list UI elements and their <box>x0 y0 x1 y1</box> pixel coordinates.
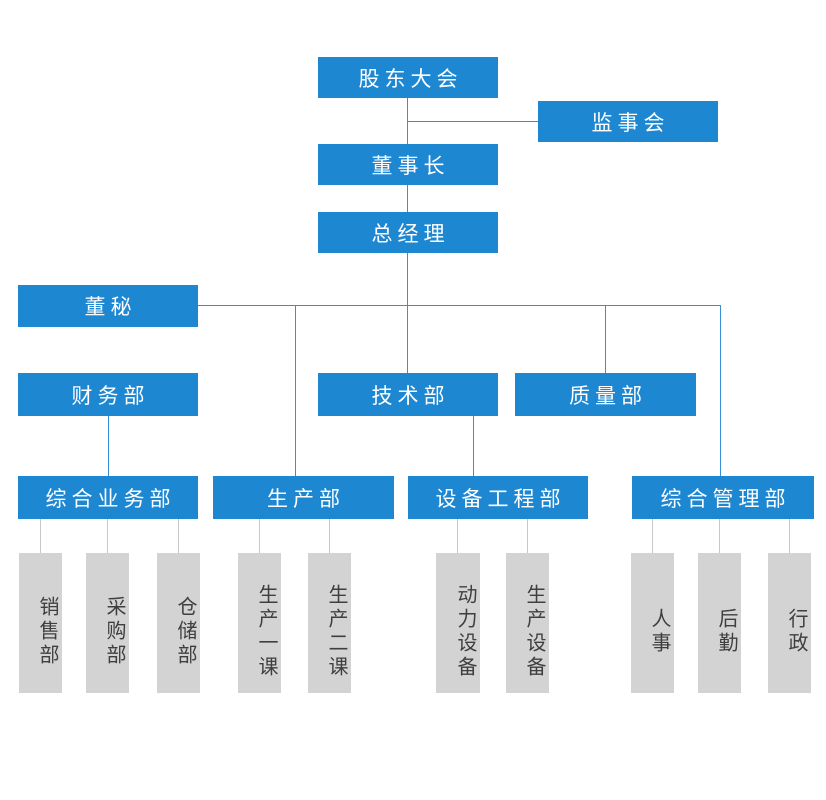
connector-logistics <box>719 519 720 553</box>
connector-purchasing <box>107 519 108 553</box>
org-subnode-purchasing-dept: 采购部 <box>86 553 129 693</box>
org-node-equipment-engineering-dept: 设备工程部 <box>408 476 588 519</box>
org-node-shareholders-meeting: 股东大会 <box>318 57 498 98</box>
org-node-general-manager: 总经理 <box>318 212 498 253</box>
org-subnode-warehouse-dept: 仓储部 <box>157 553 200 693</box>
org-subnode-administration: 行政 <box>768 553 811 693</box>
org-subnode-sales-dept: 销售部 <box>19 553 62 693</box>
connector-administration <box>789 519 790 553</box>
connector-production-equipment <box>527 519 528 553</box>
connector-bus-production <box>295 305 296 476</box>
connector-bus-general-management <box>720 305 721 476</box>
org-node-supervisory-board: 监事会 <box>538 101 718 142</box>
connector-shareholders-chairman <box>407 98 408 145</box>
connector-production-section-1 <box>259 519 260 553</box>
connector-power-equipment <box>457 519 458 553</box>
org-node-general-business-dept: 综合业务部 <box>18 476 198 519</box>
connector-production-section-2 <box>329 519 330 553</box>
org-node-production-dept: 生产部 <box>213 476 394 519</box>
connector-gm-bus <box>407 253 408 305</box>
connector-chairman-gm <box>407 185 408 213</box>
connector-bus-line <box>198 305 720 306</box>
org-node-quality-dept: 质量部 <box>515 373 696 416</box>
connector-hr <box>652 519 653 553</box>
connector-bus-technology <box>407 305 408 373</box>
org-subnode-production-equipment: 生产设备 <box>506 553 549 693</box>
org-node-chairman: 董事长 <box>318 144 498 185</box>
connector-sales <box>40 519 41 553</box>
org-node-board-secretary: 董秘 <box>18 285 198 327</box>
connector-finance-general-business <box>108 416 109 476</box>
org-subnode-hr: 人事 <box>631 553 674 693</box>
connector-warehouse <box>178 519 179 553</box>
connector-supervisory-board <box>408 121 538 122</box>
org-subnode-power-equipment: 动力设备 <box>436 553 480 693</box>
connector-technology-equipment <box>473 416 474 476</box>
org-node-technology-dept: 技术部 <box>318 373 498 416</box>
org-subnode-production-section-1: 生产一课 <box>238 553 281 693</box>
org-subnode-production-section-2: 生产二课 <box>308 553 351 693</box>
connector-bus-quality <box>605 305 606 373</box>
org-node-general-management-dept: 综合管理部 <box>632 476 814 519</box>
org-subnode-logistics: 后勤 <box>698 553 741 693</box>
org-node-finance-dept: 财务部 <box>18 373 198 416</box>
